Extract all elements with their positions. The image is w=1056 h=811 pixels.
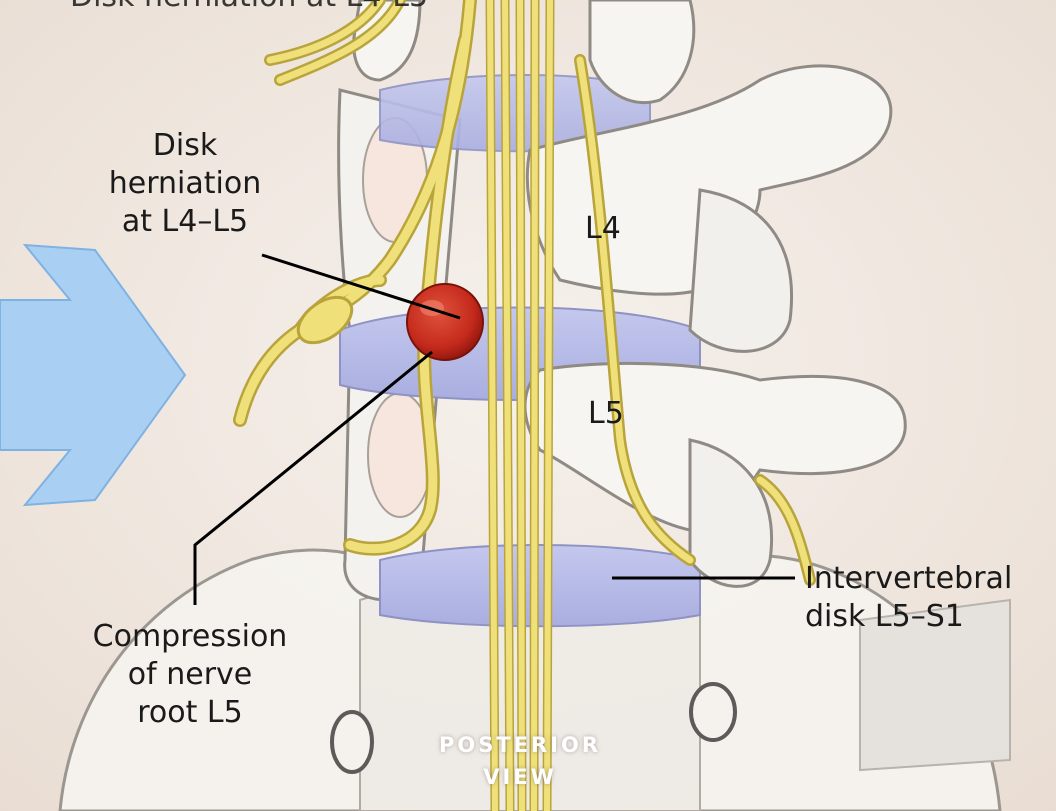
- posterior-view-label: POSTERIOR VIEW: [410, 733, 630, 789]
- herniation-label: Disk herniation at L4–L5: [60, 127, 310, 241]
- herniation-label-line-1: Disk: [60, 127, 310, 165]
- compression-label-line-1: Compression: [60, 618, 320, 656]
- herniation-label-line-3: at L4–L5: [60, 203, 310, 241]
- compression-label-line-2: of nerve: [60, 656, 320, 694]
- l4-label: L4: [585, 210, 621, 248]
- compression-label: Compression of nerve root L5: [60, 618, 320, 732]
- intervertebral-label-line-2: disk L5–S1: [805, 598, 1050, 636]
- herniation-label-line-2: herniation: [60, 165, 310, 203]
- intervertebral-label-line-1: Intervertebral: [805, 560, 1050, 598]
- intervertebral-label: Intervertebral disk L5–S1: [805, 560, 1050, 636]
- disk-herniation: [407, 284, 483, 360]
- l5-label: L5: [588, 395, 624, 433]
- compression-label-line-3: root L5: [60, 694, 320, 732]
- view-label-line-2: VIEW: [410, 765, 630, 789]
- view-label-line-1: POSTERIOR: [410, 733, 630, 757]
- top-caption: Disk herniation at L4-L5: [70, 0, 428, 16]
